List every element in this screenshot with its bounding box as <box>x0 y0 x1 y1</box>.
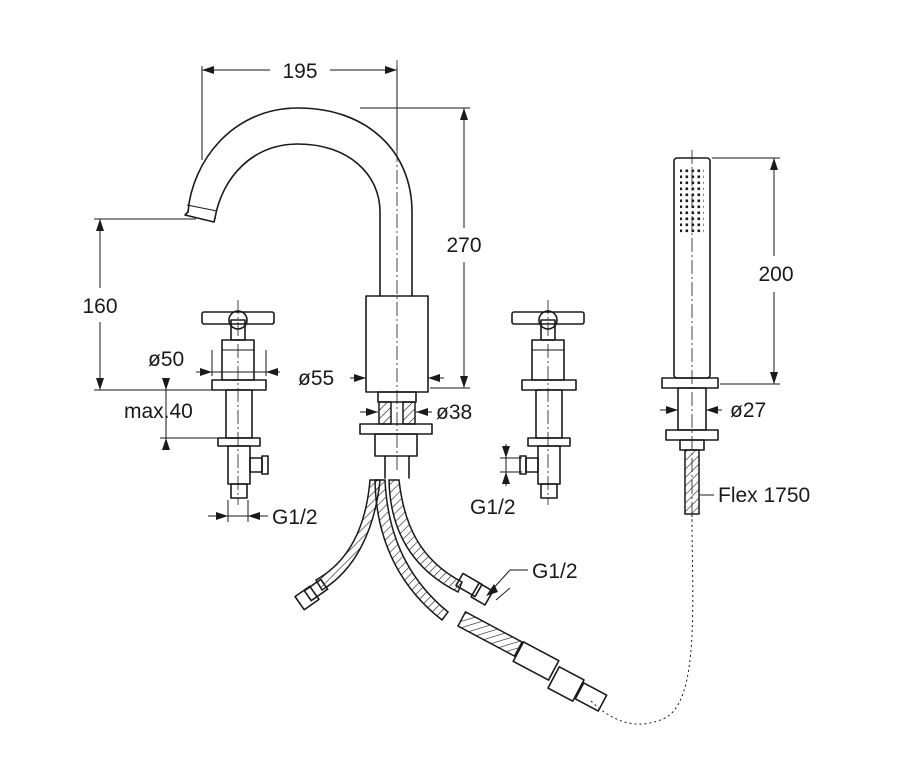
right-valve <box>511 300 585 505</box>
label-spout-diameter: ø55 <box>298 367 334 390</box>
label-spout-shank-diameter: ø38 <box>436 401 472 424</box>
label-spout-height: 270 <box>446 234 481 257</box>
label-hose-length: Flex 1750 <box>718 484 810 507</box>
label-handle-height: 160 <box>82 295 117 318</box>
dimension-lines <box>94 66 780 601</box>
hand-shower <box>589 150 719 725</box>
left-valve <box>201 300 275 505</box>
label-spout-reach: 195 <box>282 60 317 83</box>
supply-hoses <box>294 479 608 712</box>
dimension-labels: 195 270 160 ø50 max.40 ø55 ø38 200 ø27 G… <box>82 60 810 583</box>
spout <box>184 60 433 479</box>
label-handshower-length: 200 <box>758 263 793 286</box>
label-left-valve-connection: G1/2 <box>272 506 318 529</box>
label-handshower-diameter: ø27 <box>730 399 766 422</box>
label-deck-thickness: max.40 <box>124 400 193 423</box>
label-hose-connection: G1/2 <box>532 560 578 583</box>
label-handle-diameter: ø50 <box>148 348 184 371</box>
label-right-valve-connection: G1/2 <box>470 496 516 519</box>
